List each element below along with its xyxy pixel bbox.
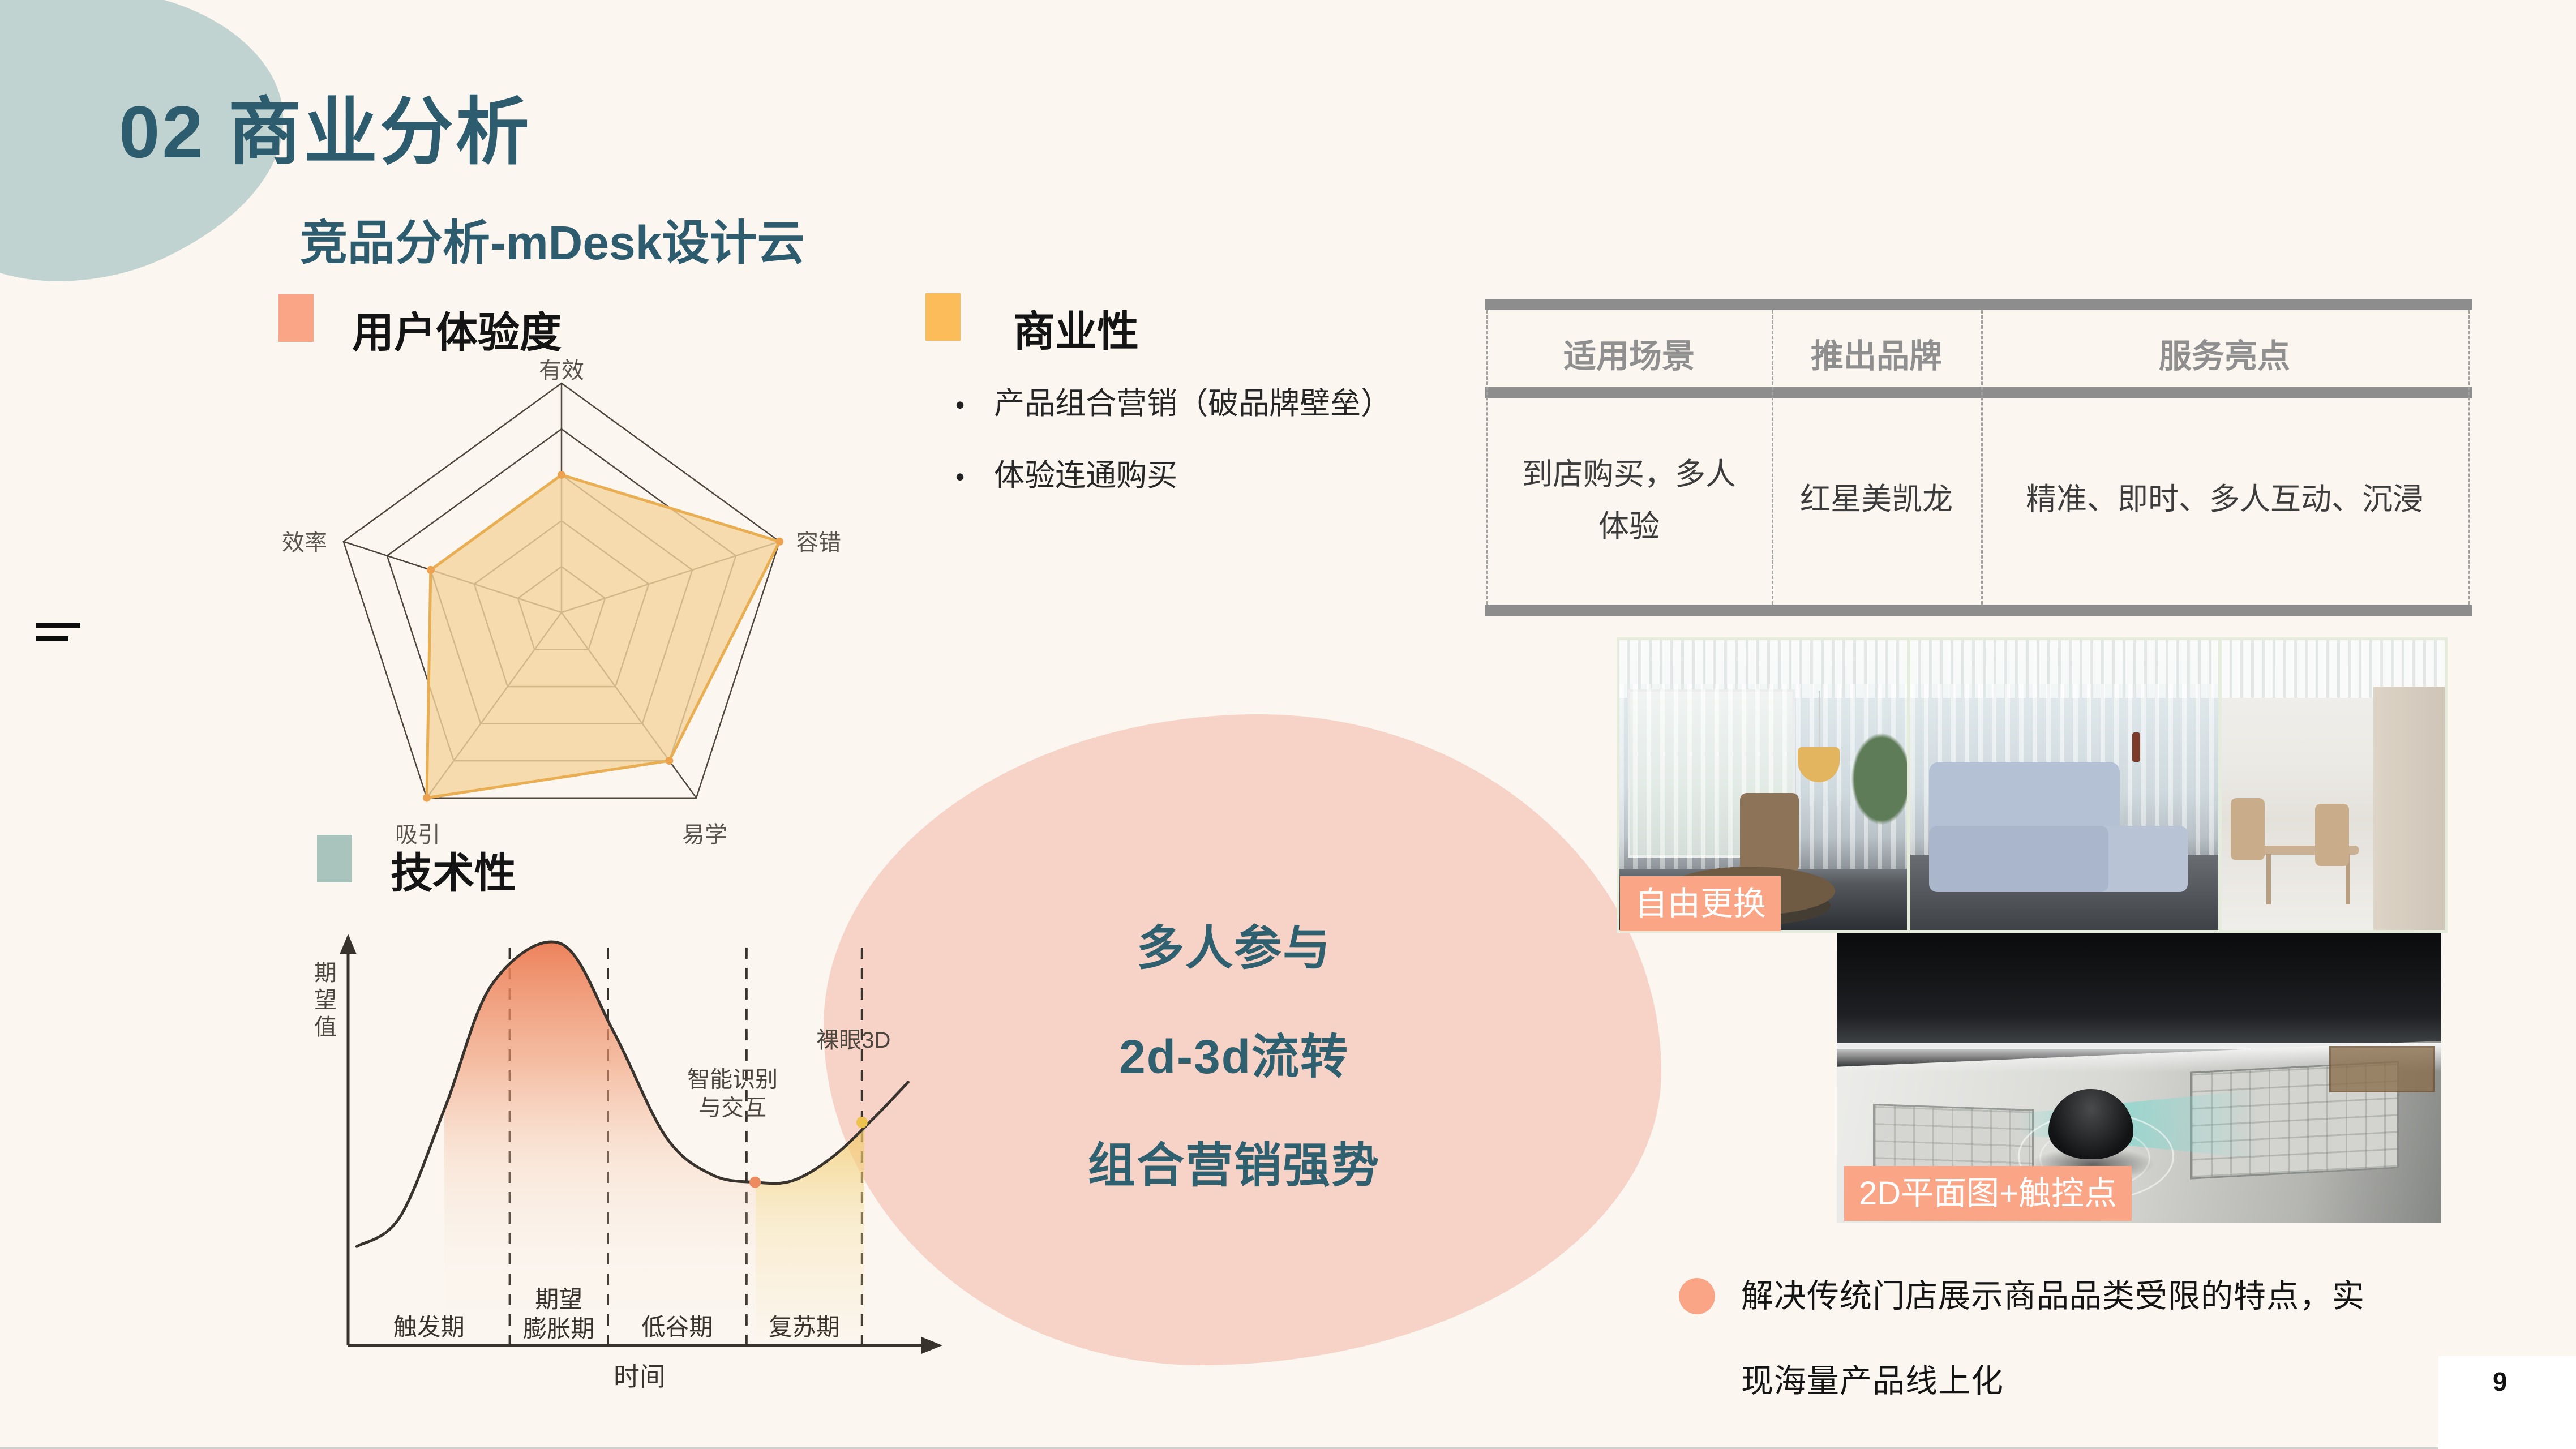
sofa-back [1928,762,2120,838]
floorplan-card [2329,1045,2436,1093]
svg-text:易学: 易学 [682,822,727,847]
table-header-scene: 适用场景 [1563,338,1695,375]
user-experience-section-label: 用户体验度 [352,309,562,356]
page-number-box: 9 [2438,1356,2576,1449]
table-border-left [1486,310,1488,605]
svg-text:裸眼3D: 裸眼3D [816,1028,890,1053]
dining-chair [2230,798,2265,861]
pink-blob-shape [824,714,1661,1365]
image-tag-free-swap: 自由更换 [1620,876,1781,931]
table-border-right [2468,310,2470,605]
highlight-line: 多人参与 [1136,921,1331,975]
svg-text:与交互: 与交互 [698,1096,766,1121]
conclusion-line: 现海量产品线上化 [1741,1363,2004,1399]
table-header-divider [1485,387,2472,398]
svg-text:低谷期: 低谷期 [641,1314,713,1340]
svg-text:吸引: 吸引 [395,822,440,847]
conclusion-bullet-dot [1679,1278,1715,1314]
table-top-bar [1485,299,2472,310]
room-panel-right [2222,640,2445,930]
touch-knob [2048,1089,2133,1160]
sofa-seat [1928,825,2188,893]
corner-blob-shape [0,0,284,281]
table-cell-scene: 到店购买，多人体验 [1522,457,1736,543]
highlight-line: 2d-3d流转 [1118,1030,1349,1083]
table-bottom-bar [1485,605,2472,616]
technical-section-label: 技术性 [391,850,516,897]
svg-text:触发期: 触发期 [393,1314,465,1340]
svg-text:容错: 容错 [796,530,841,555]
highlight-line: 组合营销强势 [1087,1139,1380,1192]
svg-text:望: 望 [314,988,337,1013]
svg-text:膨胀期: 膨胀期 [523,1315,594,1342]
conclusion-text: 解决传统门店展示商品品类受限的特点，实 现海量产品线上化 [1741,1268,2522,1438]
svg-text:期: 期 [314,961,337,985]
menu-line-1 [36,623,80,628]
menu-lines-icon [36,623,82,642]
highlight-text-block: 多人参与 2d-3d流转 组合营销强势 [996,917,1472,1243]
decor-bottle [2132,732,2140,762]
image-tag-2d-plan: 2D平面图+触控点 [1844,1166,2132,1221]
plant [1845,732,1907,835]
dining-chair [2315,804,2350,867]
table-header-highlights: 服务亮点 [2158,338,2290,375]
technical-accent-square [317,835,352,882]
table-cell-highlights: 精准、即时、多人互动、沉浸 [2026,482,2423,516]
svg-text:复苏期: 复苏期 [769,1314,840,1340]
table-column-divider-1 [1772,310,1773,605]
bullet-item: 产品组合营销（破品牌壁垒） [955,378,1521,423]
table-cell-brand: 红星美凯龙 [1800,482,1953,516]
page-number: 9 [2493,1367,2508,1396]
page-title: 02 商业分析 [119,91,532,173]
table-header-brand: 推出品牌 [1810,338,1942,375]
commercial-bullet-list: 产品组合营销（破品牌壁垒） 体验连通购买 [955,378,1521,522]
commercial-accent-square [925,293,961,341]
svg-text:值: 值 [314,1015,337,1040]
page-subtitle: 竞品分析-mDesk设计云 [300,216,805,269]
bullet-item: 体验连通购买 [955,450,1521,495]
pendant-lamp [1797,691,1840,783]
menu-line-2 [36,636,68,641]
armchair [1740,792,1799,872]
conclusion-line: 解决传统门店展示商品品类受限的特点，实 [1741,1278,2365,1314]
dark-background [1837,933,2441,1049]
svg-text:时间: 时间 [614,1362,666,1391]
svg-text:效率: 效率 [282,530,327,555]
technical-hype-cycle-chart: 触发期期望膨胀期低谷期复苏期期望值时间智能识别与交互裸眼3D [314,934,942,1391]
table-column-divider-2 [1981,310,1983,605]
beige-wall [2373,686,2445,930]
room-panel-center [1910,640,2218,930]
svg-text:有效: 有效 [539,358,584,383]
svg-text:智能识别: 智能识别 [687,1068,778,1092]
user-experience-accent-square [278,294,314,342]
commercial-section-label: 商业性 [1013,308,1139,355]
svg-text:期望: 期望 [535,1286,582,1313]
competitor-table: 适用场景 推出品牌 服务亮点 到店购买，多人体验 红星美凯龙 精准、即时、多人互… [1485,299,2472,617]
